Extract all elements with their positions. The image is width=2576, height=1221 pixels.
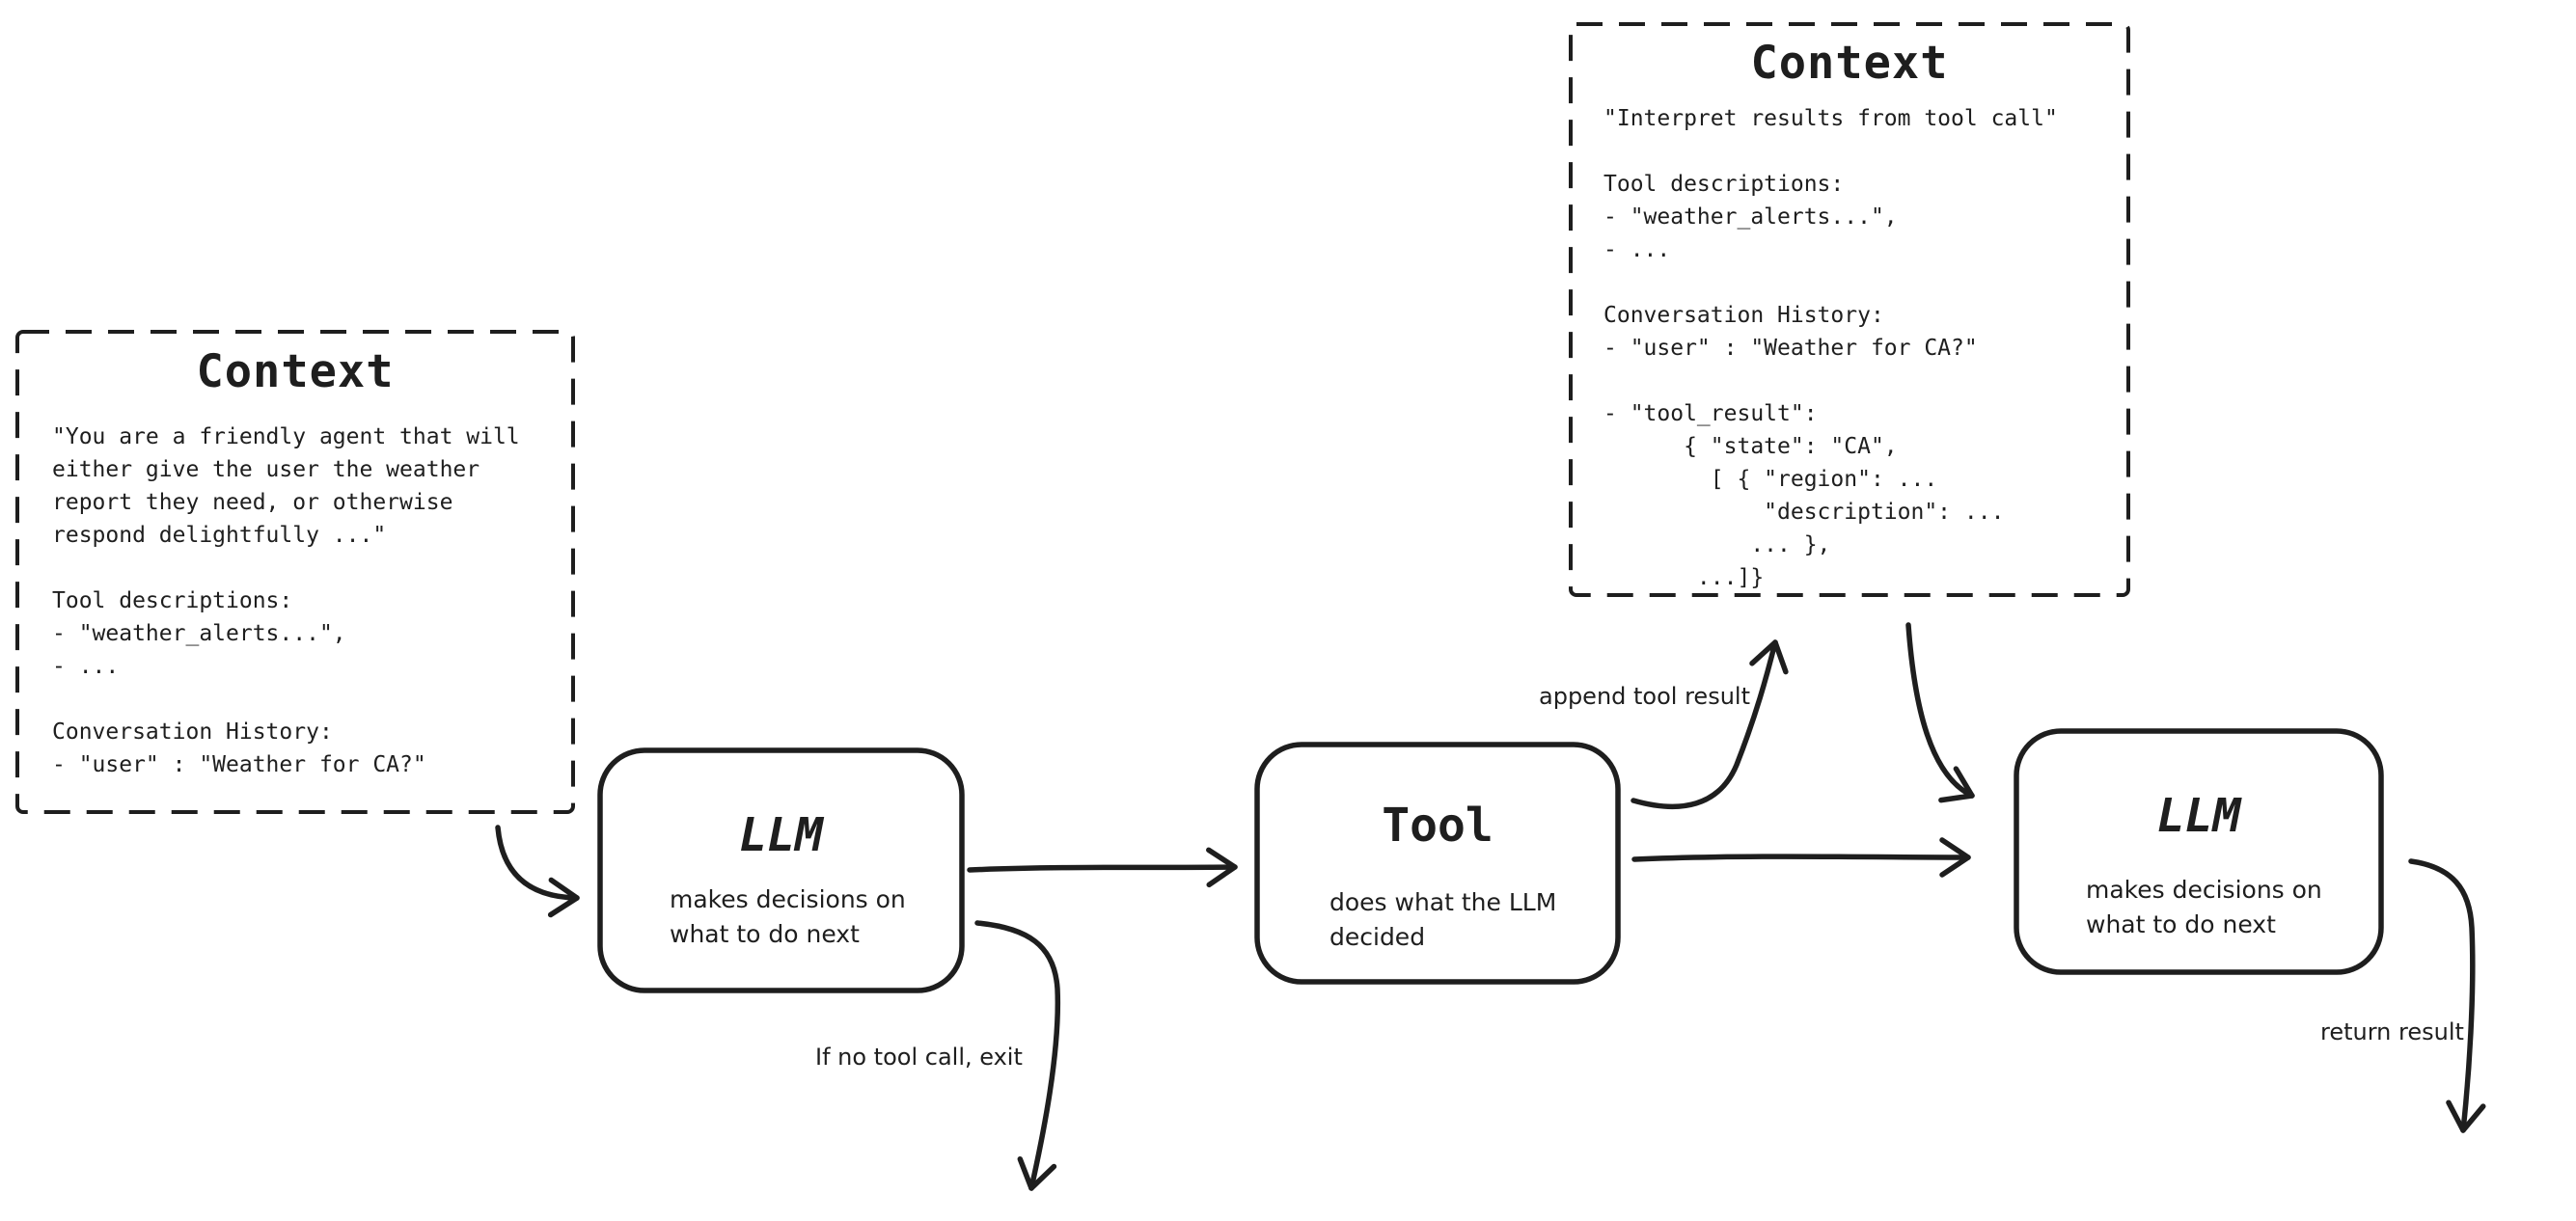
arrow-context-to-llm-first (495, 825, 580, 918)
llm-first-title: LLM (739, 808, 823, 862)
llm-first-box (597, 747, 965, 993)
context-initial-title: Context (196, 345, 395, 398)
arrow-context-to-llm-second (1905, 622, 1975, 803)
context-with-result-body: "Interpret results from tool call" Tool … (1603, 106, 2058, 590)
context-with-result-title: Context (1750, 37, 1949, 90)
llm-first-subtitle: makes decisions on what to do next (670, 885, 906, 948)
llm-second-title: LLM (2156, 789, 2241, 843)
arrow-append-tool-result (1631, 639, 1789, 809)
llm-second-box (2014, 728, 2384, 975)
llm-second-subtitle: makes decisions on what to do next (2086, 876, 2322, 938)
edge-label-append-tool-result: append tool result (1539, 683, 1750, 710)
tool-subtitle: does what the LLM decided (1329, 888, 1557, 951)
tool-title: Tool (1382, 799, 1494, 853)
tool-box (1254, 742, 1621, 985)
arrow-if-no-tool-call-exit (974, 920, 1061, 1191)
edge-label-return-result: return result (2320, 1018, 2464, 1045)
arrow-llm-first-to-tool (967, 847, 1238, 888)
context-initial-box (15, 330, 575, 814)
context-with-result-box (1569, 22, 2130, 597)
edge-label-if-no-tool-call-exit: If no tool call, exit (815, 1044, 1023, 1071)
arrow-return-result (2408, 858, 2486, 1133)
arrow-tool-to-llm-second (1631, 837, 1971, 878)
context-initial-body: "You are a friendly agent that will eith… (52, 424, 520, 777)
